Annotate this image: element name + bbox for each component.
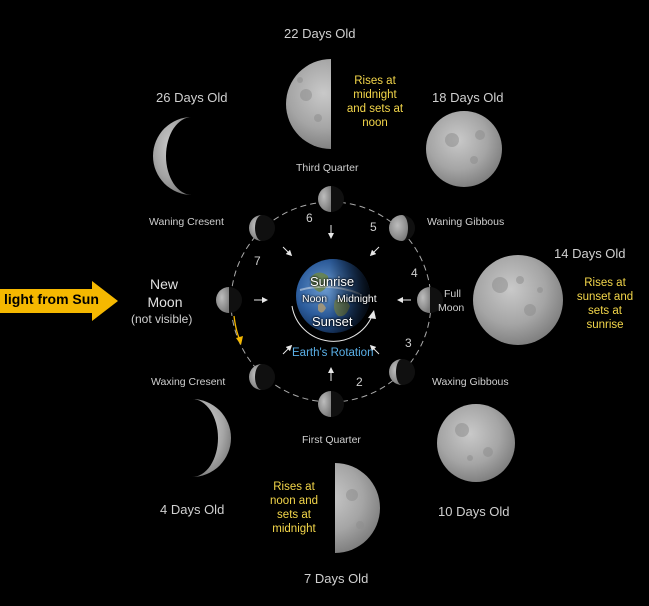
label-sunset: Sunset bbox=[312, 314, 353, 329]
moon-14-days bbox=[473, 255, 563, 345]
crater-texture bbox=[297, 77, 543, 529]
label-new-moon-1: New bbox=[150, 276, 179, 292]
label-third-quarter: Third Quarter bbox=[296, 162, 359, 174]
label-first-quarter: First Quarter bbox=[302, 434, 361, 446]
orbit-moon-full bbox=[417, 287, 430, 313]
label-light-from-sun: light from Sun bbox=[4, 291, 99, 307]
label-waxing-cresent: Waxing Cresent bbox=[151, 376, 226, 388]
label-4-days: 4 Days Old bbox=[160, 502, 225, 517]
orbit-moon-waning-cresent bbox=[249, 215, 262, 241]
orbit-moon-new bbox=[216, 287, 229, 313]
orbit-moon-first-quarter bbox=[318, 391, 331, 417]
label-earths-rotation: Earth's Rotation bbox=[292, 347, 374, 359]
label-new-moon-2: Moon bbox=[147, 294, 183, 310]
orbit-number-7: 7 bbox=[254, 254, 261, 268]
label-waxing-gibbous: Waxing Gibbous bbox=[432, 376, 509, 388]
orbit-number-5: 5 bbox=[370, 220, 377, 234]
moon-10-days bbox=[437, 404, 515, 482]
orbit-moon-waning-gibbous bbox=[389, 215, 408, 241]
label-22-days: 22 Days Old bbox=[284, 26, 356, 41]
orbit-moon-waxing-gibbous bbox=[389, 359, 402, 385]
orbit-number-2: 2 bbox=[356, 375, 363, 389]
label-26-days: 26 Days Old bbox=[156, 90, 228, 105]
label-noon: Noon bbox=[302, 293, 328, 305]
orbit-moons bbox=[216, 186, 443, 417]
label-sunrise: Sunrise bbox=[310, 274, 355, 289]
sun-light-arrow bbox=[0, 281, 118, 321]
label-7-days: 7 Days Old bbox=[304, 571, 369, 586]
label-full-moon-2: Moon bbox=[438, 302, 465, 314]
orbit-number-4: 4 bbox=[411, 266, 418, 280]
inward-arrows bbox=[254, 225, 411, 381]
label-18-days: 18 Days Old bbox=[432, 90, 504, 105]
label-midnight: Midnight bbox=[337, 293, 377, 305]
rotation-arrow bbox=[291, 305, 373, 342]
label-not-visible: (not visible) bbox=[131, 312, 193, 326]
label-waning-cresent: Waning Cresent bbox=[149, 216, 224, 228]
orbit-moon-waxing-cresent bbox=[249, 364, 262, 390]
orbit-number-3: 3 bbox=[405, 336, 412, 350]
orbit-direction-arrow bbox=[233, 315, 241, 341]
orbit-moon-third-quarter bbox=[318, 186, 331, 212]
note-full-moon: Rises at sunset and sets at sunrise bbox=[576, 277, 634, 331]
note-first-quarter: Rises at noon and sets at midnight bbox=[270, 481, 318, 535]
moon-7-days bbox=[286, 460, 380, 560]
moon-26-days bbox=[153, 117, 192, 195]
label-10-days: 10 Days Old bbox=[438, 504, 510, 519]
moon-18-days bbox=[426, 111, 502, 187]
label-waning-gibbous: Waning Gibbous bbox=[427, 216, 505, 228]
orbit-number-6: 6 bbox=[306, 211, 313, 225]
moon-4-days bbox=[192, 399, 231, 477]
note-third-quarter: Rises at midnight and sets at noon bbox=[346, 75, 404, 129]
moon-22-days bbox=[286, 55, 379, 155]
earth bbox=[296, 259, 370, 333]
label-full-moon-1: Full bbox=[444, 288, 461, 300]
label-14-days: 14 Days Old bbox=[554, 246, 626, 261]
